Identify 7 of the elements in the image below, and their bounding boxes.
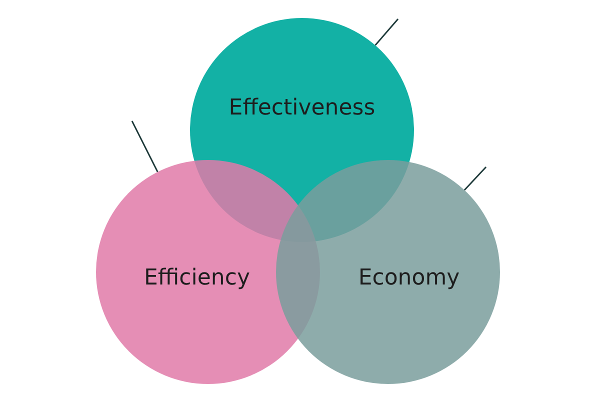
circle-label: Economy <box>358 266 460 290</box>
circle-label: Efficiency <box>144 266 250 290</box>
leader-line <box>464 166 487 191</box>
venn-circle <box>276 160 500 384</box>
leader-line <box>374 18 399 46</box>
leader-line <box>131 120 158 172</box>
circle-label: Effectiveness <box>228 96 376 120</box>
